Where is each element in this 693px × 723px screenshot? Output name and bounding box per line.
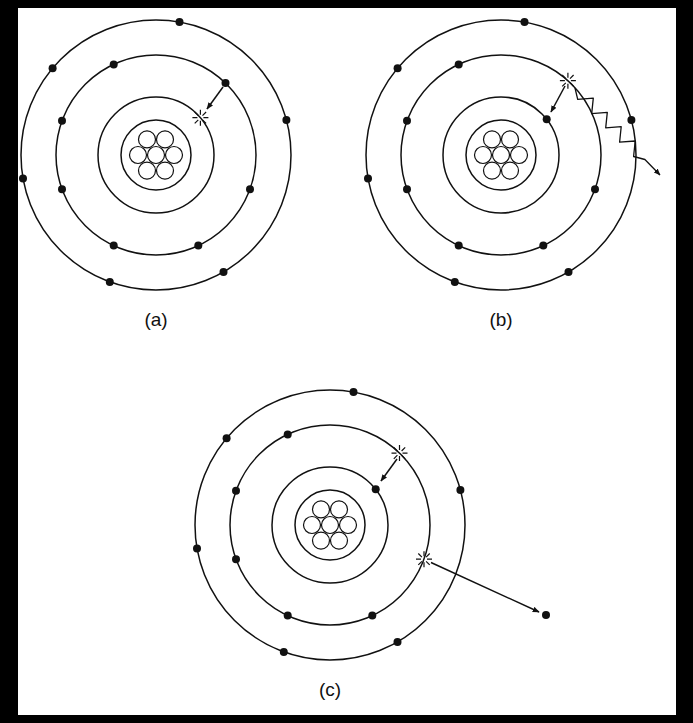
nucleus: [466, 120, 536, 190]
electrons: [364, 18, 635, 286]
photon-wave: [575, 88, 660, 175]
vacancy-burst: [392, 445, 408, 461]
nucleus: [121, 120, 191, 190]
inner-shell: [98, 97, 214, 213]
panel-label: (b): [489, 309, 512, 331]
middle-shell: [401, 55, 601, 255]
atom-c: [195, 390, 465, 660]
vacancy-burst: [192, 110, 208, 126]
panel-label: (c): [319, 679, 341, 701]
electrons: [193, 388, 550, 656]
outer-shell: [21, 20, 291, 290]
outer-shell: [366, 20, 636, 290]
vacancy-burst: [560, 73, 576, 89]
inner-shell: [272, 467, 388, 583]
electrons: [19, 18, 290, 286]
transition-arrow: [381, 459, 397, 481]
middle-shell: [56, 55, 256, 255]
transition-arrow: [551, 86, 565, 112]
transition-arrow: [207, 87, 223, 109]
auger-arrow: [431, 563, 539, 613]
vacancy-burst: [416, 551, 432, 567]
atom-a: [21, 20, 291, 290]
outer-shell: [195, 390, 465, 660]
middle-shell: [230, 425, 430, 625]
atom-b: [366, 20, 636, 290]
nucleus: [295, 490, 365, 560]
ejected-electron: [542, 611, 550, 619]
inner-shell: [443, 97, 559, 213]
paper-ground: [18, 8, 676, 715]
panel-label: (a): [144, 309, 167, 331]
